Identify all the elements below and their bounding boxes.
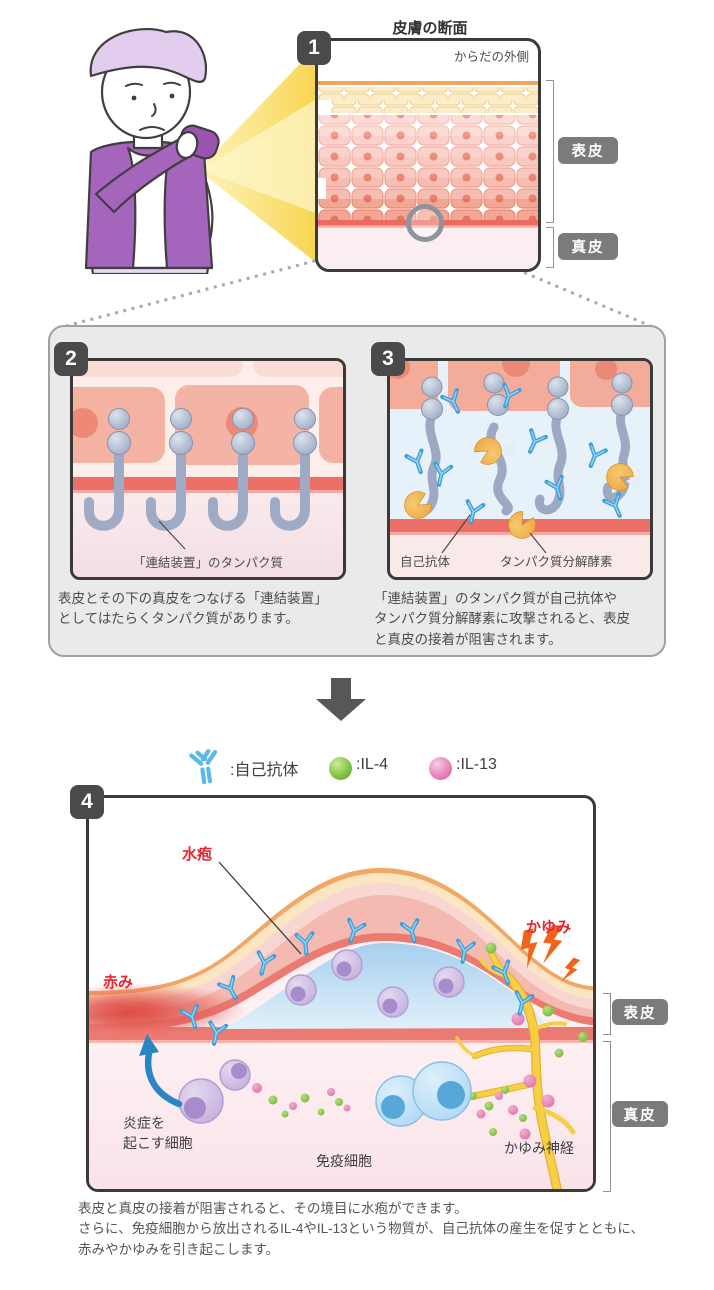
legend-il13-label: :IL-13 <box>456 756 497 773</box>
redness-blotch-core <box>89 994 189 1032</box>
redness-label: 赤み <box>103 974 134 991</box>
inflammatory-cells <box>178 1059 251 1124</box>
blister-cells <box>285 949 465 1018</box>
person-hand <box>175 131 199 159</box>
panel4-epidermis-badge: 表皮 <box>612 999 668 1025</box>
upper-cell-row <box>73 361 343 377</box>
panel2-link-protein: 「連結装置」のタンパク質 <box>70 358 346 580</box>
basement-light-line <box>73 490 343 493</box>
panel3-caption: 「連結装置」のタンパク質が自己抗体や タンパク質分解酵素に攻撃されると、表皮 と… <box>374 591 630 647</box>
footer-caption: 表皮と真皮の接着が阻害されると、その境目に水疱ができます。 さらに、免疫細胞から… <box>78 1201 644 1257</box>
basement-light-line <box>89 1040 593 1043</box>
legend-il4-label: :IL-4 <box>356 756 389 773</box>
il4-icon <box>329 757 352 780</box>
zoom-circle-marker <box>406 204 444 242</box>
person-eye-right <box>169 93 175 99</box>
person-hair <box>89 28 208 83</box>
itch-lightning-icons <box>520 924 581 982</box>
panel4-number-badge: 4 <box>70 785 104 819</box>
break-notch <box>626 473 642 490</box>
dermis-area <box>89 1043 593 1189</box>
stratum-corneum-row2 <box>331 100 538 113</box>
blister-leader-line <box>218 861 302 955</box>
person-nose <box>151 103 157 117</box>
person-eyebrow-right <box>163 81 181 86</box>
panel1-epidermis-bracket <box>546 80 554 223</box>
itch-nerve-label: かゆみ神経 <box>504 1140 574 1156</box>
outside-of-body-label: からだの外側 <box>453 50 529 64</box>
inflammatory-cells-label: 炎症を 起こす細胞 <box>123 1115 193 1152</box>
panel4-blister-overview <box>86 795 596 1192</box>
panel1-skin-cross-section: からだの外側 <box>315 38 541 272</box>
blister-fluid <box>221 943 546 1029</box>
panel2-number-badge: 2 <box>54 342 88 376</box>
panel3-attacked-protein: 自己抗体 タンパク質分解酵素 <box>387 358 653 580</box>
il13-icon <box>429 757 452 780</box>
basement-light-line <box>318 225 538 228</box>
immune-cells-label: 免疫細胞 <box>316 1153 372 1169</box>
label-leader-line <box>158 520 186 550</box>
basement-membrane <box>73 477 343 490</box>
beam-highlight <box>200 98 318 214</box>
panel1-dermis-badge: 真皮 <box>558 233 618 260</box>
dermis-area <box>390 535 650 577</box>
stratum-corneum-row1 <box>318 87 538 100</box>
panel4-epidermis-bracket <box>603 993 611 1035</box>
panel4-dermis-bracket <box>603 1041 611 1192</box>
il4-il13-dots <box>252 942 588 1140</box>
dermis-area <box>318 228 538 269</box>
person-eyebrow-left <box>125 82 143 87</box>
blister-label: 水疱 <box>182 846 213 863</box>
label-leader-line <box>441 514 471 554</box>
panel1-number-badge: 1 <box>297 31 331 65</box>
antibody-icon <box>189 749 218 785</box>
link-protein-label: 「連結装置」のタンパク質 <box>132 556 283 570</box>
hook-protein-heads <box>107 408 317 455</box>
skin-layers-illustration <box>318 81 538 269</box>
migration-arrow <box>139 1034 183 1108</box>
immune-cells <box>375 1061 472 1127</box>
panel1-dermis-bracket <box>546 227 554 268</box>
down-arrow-icon <box>316 678 366 721</box>
break-notch <box>502 440 517 458</box>
legend-antibody-label: :自己抗体 <box>230 762 299 779</box>
panel2-caption: 表皮とその下の真皮をつなげる「連結装置」 としてはたらくタンパク質があります。 <box>58 591 328 627</box>
link-protein-illustration <box>73 361 343 577</box>
panel4-dermis-badge: 真皮 <box>612 1101 668 1127</box>
person-eye-left <box>131 95 137 101</box>
hook-proteins <box>84 440 310 531</box>
proteolytic-enzymes <box>404 437 634 539</box>
blister-illustration <box>89 861 593 1189</box>
outer-skin-line <box>318 81 538 85</box>
attacked-protein-illustration <box>390 361 650 577</box>
panel1-title: 皮膚の断面 <box>392 20 468 37</box>
panel1-epidermis-badge: 表皮 <box>558 137 618 164</box>
enzyme-label: タンパク質分解酵素 <box>500 555 613 569</box>
epidermis-cell-rows <box>318 115 538 220</box>
protein-heads <box>421 372 633 420</box>
basement-membrane-line <box>318 220 538 226</box>
person-mouth <box>139 126 165 131</box>
autoantibody-label: 自己抗体 <box>400 555 451 569</box>
itch-label: かゆみ <box>526 919 572 936</box>
person-pants <box>90 266 210 274</box>
person-illustration <box>84 28 220 274</box>
label-leader-line <box>529 532 547 554</box>
panel3-number-badge: 3 <box>371 342 405 376</box>
